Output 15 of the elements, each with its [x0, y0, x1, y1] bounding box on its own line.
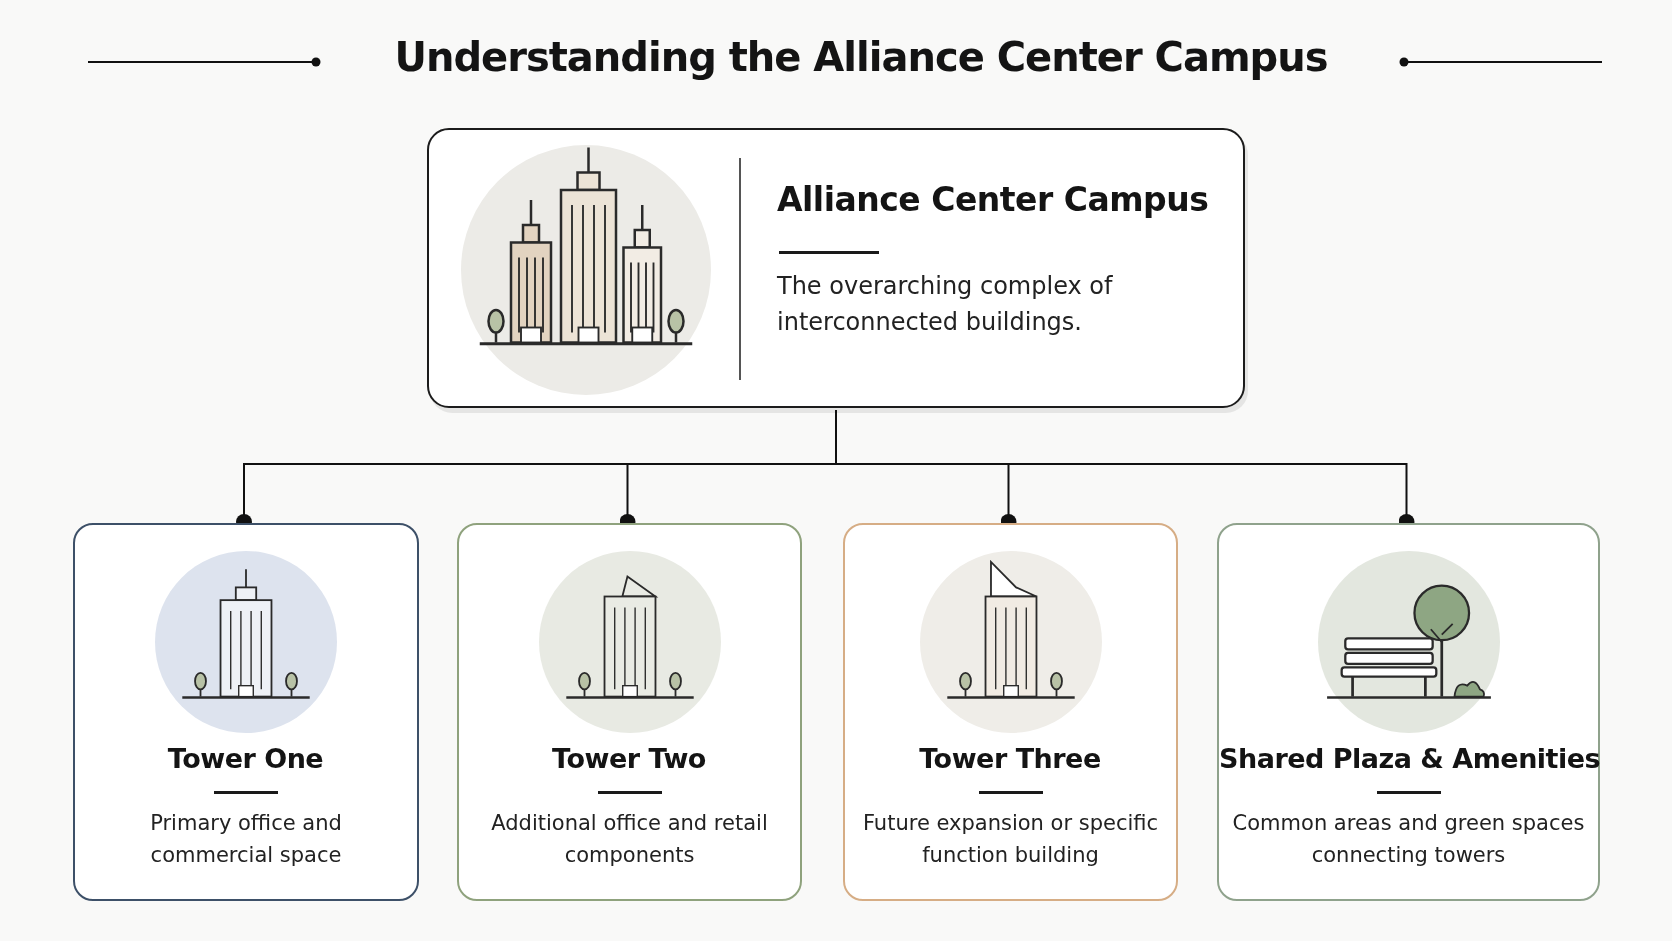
card-heading: Alliance Center Campus: [777, 180, 1209, 219]
diagram-title: Understanding the Alliance Center Campus: [393, 34, 1329, 80]
card-heading: Tower One: [166, 743, 325, 774]
card-description: Primary office and commercial space: [149, 810, 343, 869]
category-card: [843, 523, 1178, 901]
card-description: Future expansion or specific function building: [861, 810, 1160, 869]
campus-card: [427, 128, 1245, 408]
category-card: [1217, 523, 1600, 901]
category-card: [73, 523, 419, 901]
card-description: Common areas and green spaces connecting towers: [1231, 810, 1586, 869]
card-heading: Tower Three: [918, 743, 1102, 774]
card-description: Additional office and retail components: [490, 810, 769, 869]
card-description: The overarching complex of interconnected buildings.: [777, 271, 1114, 338]
category-card: [457, 523, 802, 901]
card-heading: Tower Two: [551, 743, 707, 774]
